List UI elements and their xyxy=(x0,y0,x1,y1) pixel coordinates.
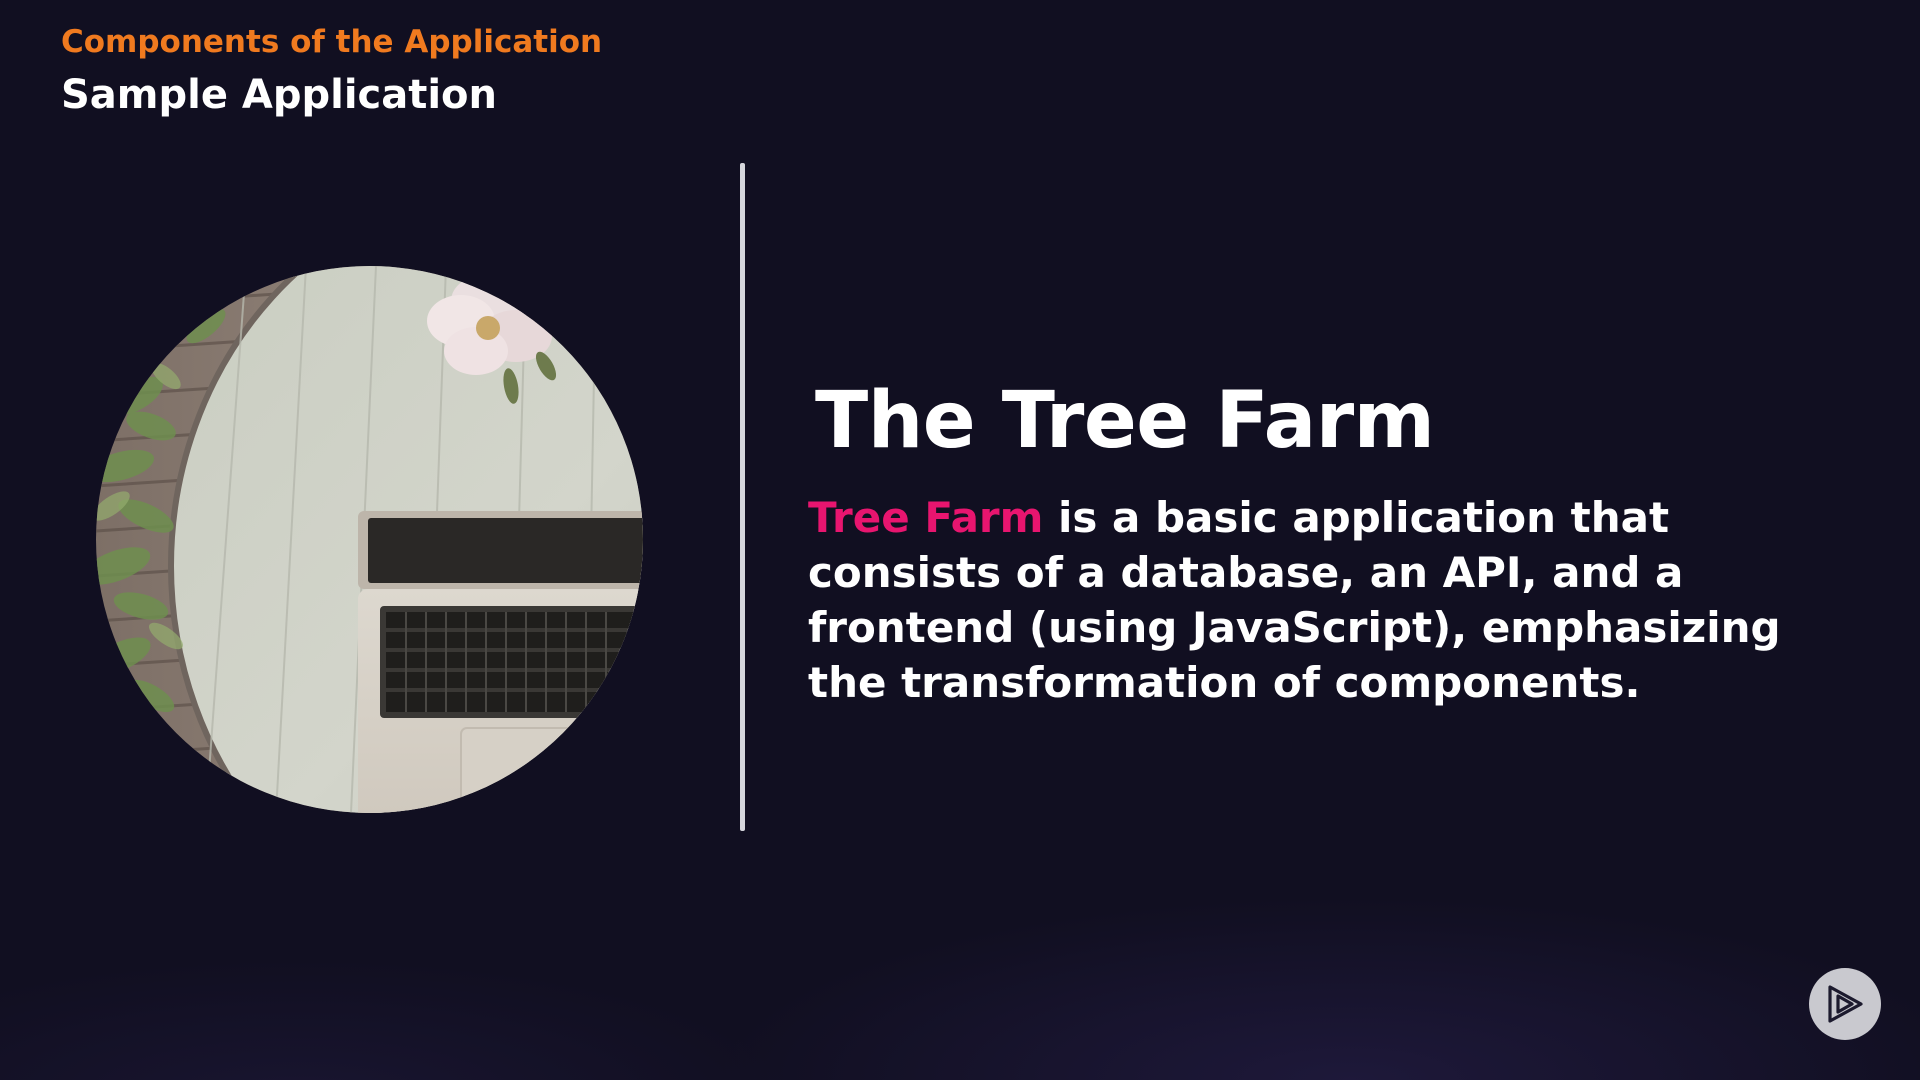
body-rest: is a basic application that consists of … xyxy=(808,493,1781,707)
play-logo-button[interactable] xyxy=(1809,968,1881,1040)
content-body: Tree Farm is a basic application that co… xyxy=(808,490,1868,710)
section-label: Components of the Application xyxy=(61,24,603,60)
play-logo-icon xyxy=(1828,985,1863,1023)
laptop-desk-photo xyxy=(96,266,643,813)
slide-title: Sample Application xyxy=(61,72,498,118)
vertical-divider xyxy=(740,163,745,831)
body-highlight: Tree Farm xyxy=(808,493,1044,542)
content-heading: The Tree Farm xyxy=(815,376,1435,466)
